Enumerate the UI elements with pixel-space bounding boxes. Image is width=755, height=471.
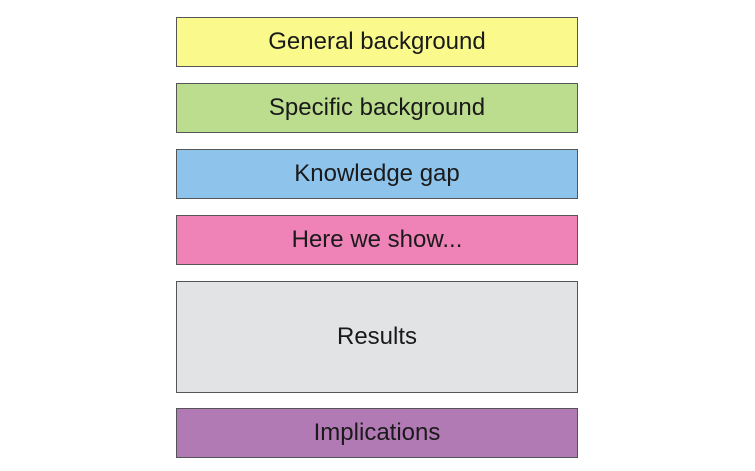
block-label: Here we show... [291, 226, 463, 253]
block-here-we-show: Here we show... [176, 215, 578, 265]
block-label: Specific background [268, 94, 486, 121]
block-general-background: General background [176, 17, 578, 67]
block-label: Implications [313, 419, 441, 446]
block-results: Results [176, 281, 578, 393]
block-specific-background: Specific background [176, 83, 578, 133]
block-label: General background [268, 28, 486, 55]
block-label: Results [336, 323, 418, 350]
block-knowledge-gap: Knowledge gap [176, 149, 578, 199]
block-implications: Implications [176, 408, 578, 458]
block-label: Knowledge gap [294, 160, 460, 187]
